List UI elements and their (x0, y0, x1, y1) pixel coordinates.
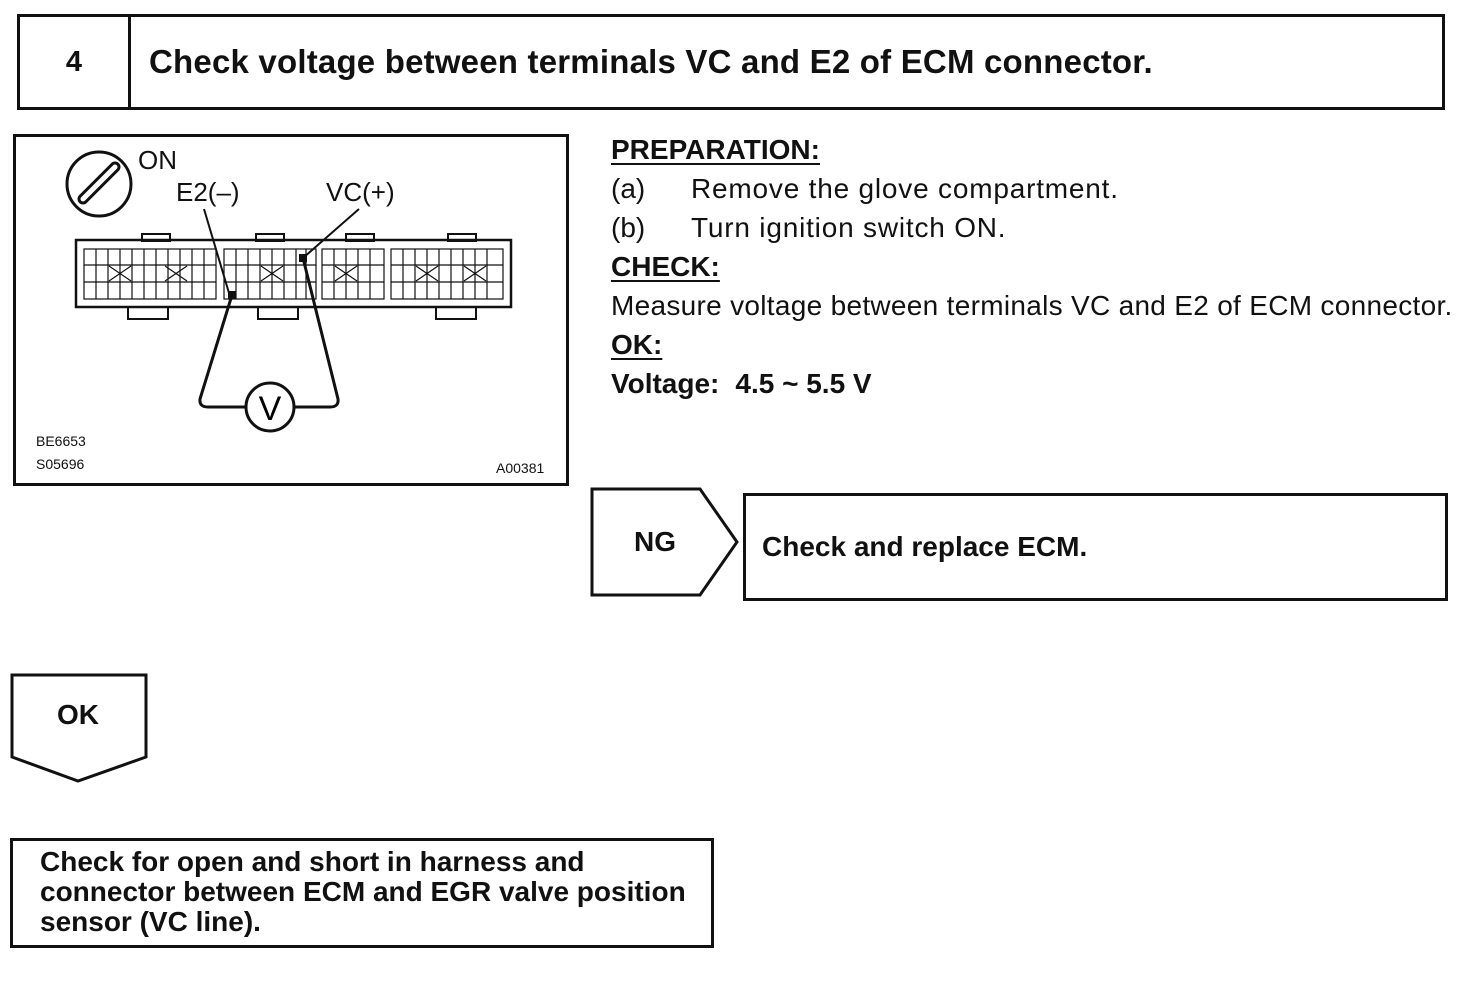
item-text: Turn ignition switch ON. (691, 212, 1007, 243)
switch-on-label: ON (138, 145, 177, 175)
terminal-vc-label: VC(+) (326, 177, 395, 207)
ok-spec-label: Voltage: (611, 368, 720, 399)
procedure: PREPARATION: (a) Remove the glove compar… (611, 130, 1456, 403)
item-tag: (b) (611, 212, 646, 243)
preparation-item: (b) Turn ignition switch ON. (611, 208, 1456, 247)
step-header: 4 Check voltage between terminals VC and… (17, 14, 1445, 110)
voltmeter-symbol: V (259, 390, 282, 428)
ng-result-box: Check and replace ECM. (743, 493, 1448, 601)
terminal-e2-label: E2(–) (176, 177, 240, 207)
ok-spec-value: 4.5 ~ 5.5 V (735, 368, 872, 399)
ok-heading: OK: (611, 329, 663, 360)
ng-branch-arrow: NG (590, 487, 740, 597)
step-number: 4 (20, 17, 131, 107)
ok-branch-arrow: OK (10, 673, 150, 785)
item-text: Remove the glove compartment. (691, 173, 1119, 204)
ignition-switch-icon (65, 150, 133, 218)
step-title: Check voltage between terminals VC and E… (149, 43, 1153, 80)
figure-code: A00381 (496, 460, 545, 476)
ng-label: NG (634, 526, 676, 557)
item-tag: (a) (611, 173, 646, 204)
voltmeter-icon (244, 381, 296, 433)
check-text: Measure voltage between terminals VC and… (611, 290, 1453, 321)
probe-wires (198, 257, 340, 409)
connector-diagram: V ON E2(–) VC(+) BE6653 S05696 A00381 (13, 134, 569, 486)
ok-label: OK (57, 699, 99, 730)
connector-diagram-drawing: V (65, 150, 513, 433)
ok-spec: Voltage: 4.5 ~ 5.5 V (611, 364, 1456, 403)
preparation-item: (a) Remove the glove compartment. (611, 169, 1456, 208)
next-step-box: Check for open and short in harness and … (10, 838, 714, 948)
figure-code: S05696 (36, 456, 85, 472)
ecm-connector-icon (74, 233, 513, 320)
preparation-heading: PREPARATION: (611, 134, 820, 165)
right-arrow-icon (590, 487, 739, 597)
figure-code: BE6653 (36, 433, 86, 449)
down-arrow-icon (10, 673, 148, 783)
check-heading: CHECK: (611, 251, 720, 282)
